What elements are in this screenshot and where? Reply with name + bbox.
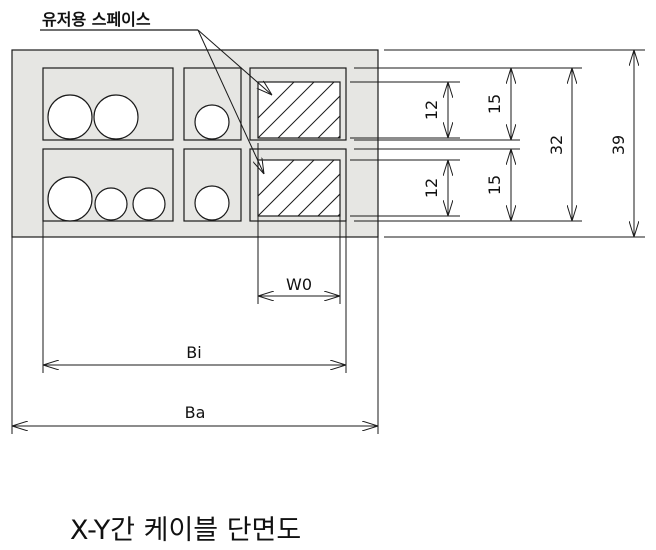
dim-text-bi: Bi (186, 343, 201, 362)
extension-lines-right (350, 49, 645, 238)
cable-circle (194, 104, 230, 140)
user-space-hatch-bottom (257, 159, 341, 217)
dim-text-12-top: 12 (422, 100, 441, 120)
leader-line (197, 29, 264, 174)
dim-text-ba: Ba (185, 403, 206, 422)
cable-circle (93, 94, 139, 140)
diagram-caption: X-Y간 케이블 단면도 (70, 515, 302, 546)
dim-text-15-bottom: 15 (485, 175, 504, 195)
dim-text-32: 32 (547, 135, 566, 155)
leader-line (197, 29, 272, 95)
cable-circle (94, 187, 128, 221)
dim-text-12-bottom: 12 (422, 178, 441, 198)
dim-text-w0: W0 (286, 275, 312, 294)
cable-circle (132, 187, 166, 221)
cable-circle (194, 185, 230, 221)
free-space-label: 유저용 스페이스 (42, 10, 151, 29)
dim-text-39: 39 (609, 135, 628, 155)
dim-text-15-top: 15 (485, 94, 504, 114)
cable-circle (47, 94, 93, 140)
cable-circle (47, 176, 93, 222)
